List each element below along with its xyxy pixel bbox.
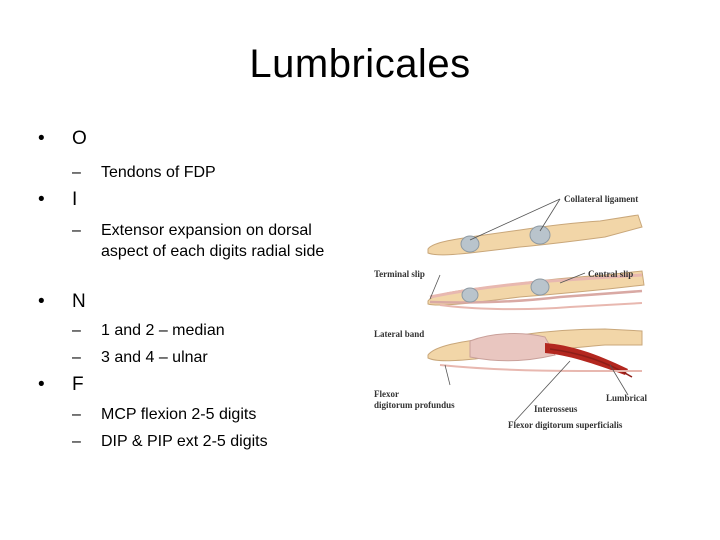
finger-bottom	[427, 328, 643, 422]
bullet-nerve: •N	[38, 291, 86, 312]
sub-bullet: –3 and 4 – ulnar	[72, 349, 208, 366]
sub-bullet: –MCP flexion 2-5 digits	[72, 406, 257, 423]
finger-anatomy-illustration: Collateral ligament Terminal slip Centra…	[370, 185, 660, 435]
sub-bullet: –DIP & PIP ext 2-5 digits	[72, 433, 268, 450]
bullet-label: O	[72, 128, 87, 149]
bullet-origin: •O	[38, 128, 87, 149]
label-collateral-ligament: Collateral ligament	[564, 194, 638, 204]
sub-bullet-text: Extensor expansion on dorsal aspect of e…	[101, 222, 325, 260]
bullet-function: •F	[38, 374, 84, 395]
sub-bullet-text: 3 and 4 – ulnar	[101, 349, 208, 366]
finger-top	[427, 198, 643, 256]
label-lateral-band: Lateral band	[374, 329, 424, 339]
sub-bullet-text: Tendons of FDP	[101, 164, 216, 181]
sub-bullet-text: DIP & PIP ext 2-5 digits	[101, 433, 268, 450]
sub-bullet: –Tendons of FDP	[72, 164, 216, 181]
finger-middle	[427, 270, 645, 311]
label-interosseus: Interosseus	[534, 404, 578, 414]
label-flexor-profundus-2: digitorum profundus	[374, 400, 455, 410]
sub-bullet-text: 1 and 2 – median	[101, 322, 225, 339]
label-terminal-slip: Terminal slip	[374, 269, 425, 279]
slide-title: Lumbricales	[249, 42, 471, 86]
finger-anatomy-svg: Collateral ligament Terminal slip Centra…	[374, 194, 648, 430]
sub-bullet: –Extensor expansion on dorsal aspect of …	[72, 222, 325, 260]
label-flexor-profundus-1: Flexor	[374, 389, 399, 399]
label-lumbrical: Lumbrical	[606, 393, 648, 403]
label-flexor-superficialis: Flexor digitorum superficialis	[508, 420, 623, 430]
sub-bullet-text: MCP flexion 2-5 digits	[101, 406, 257, 423]
bullet-label: F	[72, 374, 84, 395]
sub-bullet: –1 and 2 – median	[72, 322, 225, 339]
bullet-insertion: •I	[38, 189, 78, 210]
bullet-label: I	[72, 189, 78, 210]
label-central-slip: Central slip	[588, 269, 633, 279]
bullet-label: N	[72, 291, 86, 312]
